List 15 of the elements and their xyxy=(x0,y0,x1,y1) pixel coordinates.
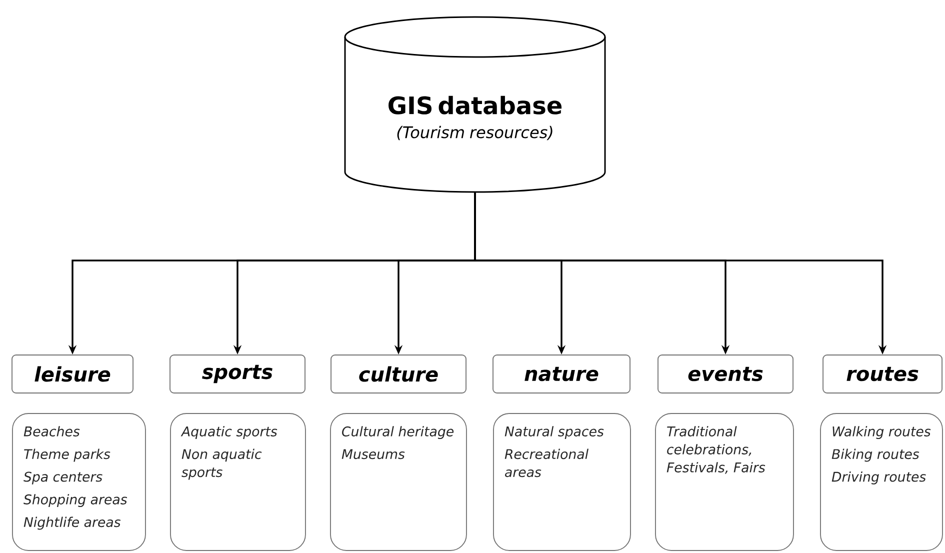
category-box: nature xyxy=(492,354,630,394)
list-box: Walking routes Biking routes Driving routes xyxy=(820,413,943,551)
database-cylinder: GIS database (Tourism resources) xyxy=(344,16,606,193)
list-box: Aquatic sports Non aquatic sports xyxy=(170,413,306,551)
node-label: GIS database xyxy=(388,96,562,114)
category-box: routes xyxy=(822,354,942,394)
category-box: events xyxy=(658,354,794,394)
list-box: Traditional celebrations, Festivals, Fairs xyxy=(655,413,794,551)
category-box: culture xyxy=(330,354,466,394)
list-box: Cultural heritage Museums xyxy=(330,413,467,551)
list-box: Natural spaces Recreational areas xyxy=(493,413,631,551)
category-box: sports xyxy=(170,354,306,394)
category-box: leisure xyxy=(12,354,134,394)
list-box: Beaches Theme parks Spa centers Shopping areas Nightlife areas xyxy=(12,413,146,551)
node-label: (Tourism resources) xyxy=(397,126,552,140)
